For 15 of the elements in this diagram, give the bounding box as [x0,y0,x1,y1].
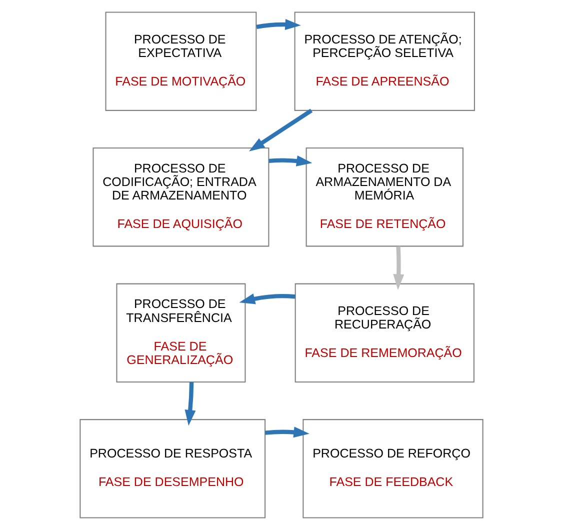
arrow [184,382,196,426]
node-box: PROCESSO DE REFORÇO FASE DE FEEDBACK [302,419,484,518]
node-box: PROCESSO DE ATENÇÃO; PERCEPÇÃO SELETIVA FASE DE APREENSÃO [294,12,475,111]
arrow [248,108,313,152]
node-box: PROCESSO DE RESPOSTA FASE DE DESEMPENHO [80,419,266,518]
node-box: PROCESSO DE RECUPERAÇÃO FASE DE REMEMORAÇÃO [294,283,474,382]
arrow [239,294,296,304]
node-box: PROCESSO DE ARMAZENAMENTO DA MEMÓRIA FASE DE RETENÇÃO [306,148,464,247]
node-box: PROCESSO DE CODIFICAÇÃO; ENTRADA DE ARMAZENAMENTO FASE DE AQUISIÇÃO [92,148,270,247]
arrow [268,155,312,166]
node-box: PROCESSO DE TRANSFERÊNCIA FASE DE GENERALIZAÇÃO [116,283,246,382]
arrow [256,18,301,30]
arrow [393,246,404,290]
arrow [264,426,310,438]
node-box: PROCESSO DE EXPECTATIVA FASE DE MOTIVAÇÃO [105,12,257,111]
